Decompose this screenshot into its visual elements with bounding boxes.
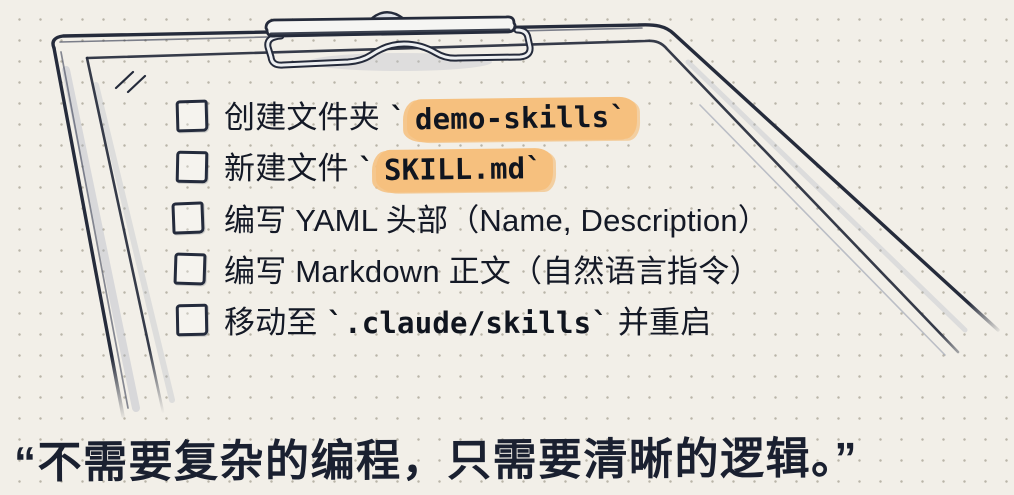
item-label: 创建文件夹 [224,99,389,135]
backtick: ` [357,151,376,186]
backtick: ` [388,100,407,135]
inline-code-highlighted: demo-skills` [407,96,638,141]
checklist-item: 编写 Markdown 正文（自然语言指令） [173,243,769,294]
item-text: 新建文件 `SKILL.md` [224,143,554,192]
item-label: 移动至 [224,305,327,340]
checklist-item: 移动至 `.claude/skills` 并重启 [175,294,769,345]
item-text: 创建文件夹 `demo-skills` [224,92,638,141]
inline-code: `.claude/skills` [326,306,609,340]
inline-code-highlighted: SKILL.md` [376,147,554,192]
item-label: 编写 Markdown 正文（自然语言指令） [224,254,761,289]
checkbox-icon [175,99,209,132]
item-text: 编写 YAML 头部（Name, Description） [224,195,769,240]
checklist-item: 创建文件夹 `demo-skills` [175,90,769,141]
checkbox-icon [173,252,207,285]
checklist: 创建文件夹 `demo-skills` 新建文件 `SKILL.md` 编写 Y… [171,90,769,345]
checklist-item: 编写 YAML 头部（Name, Description） [171,192,769,243]
item-text: 编写 Markdown 正文（自然语言指令） [224,246,761,291]
clipboard-clip-icon [264,11,534,69]
checklist-item: 新建文件 `SKILL.md` [175,141,769,192]
checkbox-icon [171,200,205,235]
item-text: 移动至 `.claude/skills` 并重启 [224,297,711,342]
item-label: 编写 YAML 头部（Name, Description） [224,203,769,238]
clipboard-shading [62,53,968,412]
clipboard-board-icon [51,23,1000,418]
checkbox-icon [175,150,209,183]
item-label: 新建文件 [224,150,358,186]
item-label-suffix: 并重启 [608,305,712,340]
quote-text: “不需要复杂的编程，只需要清晰的逻辑。” [13,434,859,488]
checkbox-icon [175,303,209,336]
